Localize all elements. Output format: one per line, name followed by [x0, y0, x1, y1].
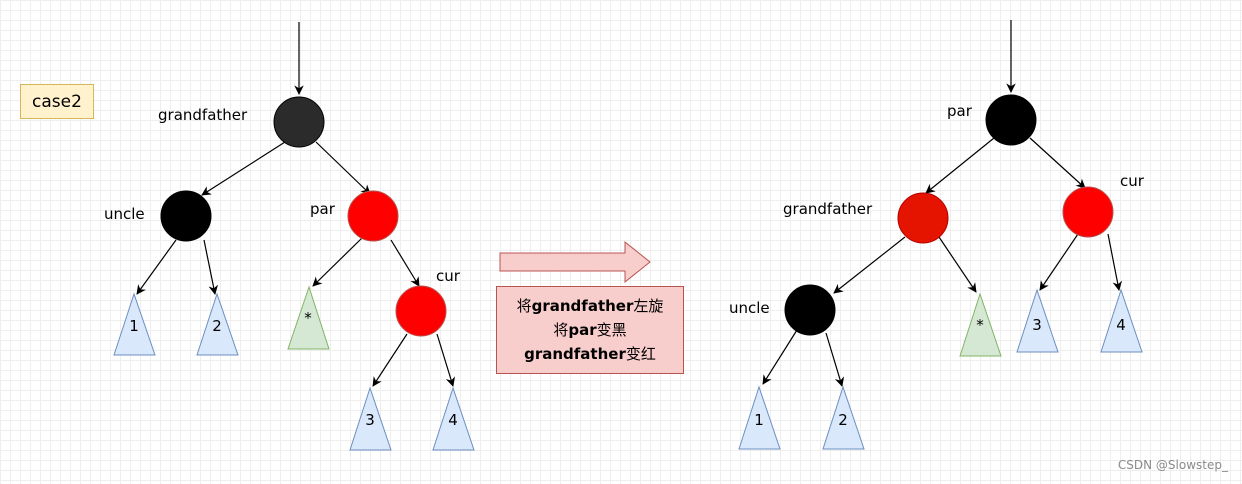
- subtree-1-label: 1: [754, 411, 764, 429]
- step-1-node: grandfather: [531, 297, 634, 315]
- step-2-suffix: 变黑: [596, 321, 627, 339]
- subtree-1-triangle: [738, 385, 781, 450]
- grandfather-label: grandfather: [158, 106, 248, 124]
- grandfather-node: [273, 96, 325, 148]
- step-1-prefix: 将: [516, 297, 532, 315]
- edge-cur-to-4: [1107, 233, 1123, 291]
- subtree-star-triangle: [287, 285, 330, 350]
- par-node: [347, 190, 399, 242]
- edge-par-to-cur: [1029, 137, 1086, 189]
- subtree-4-label: 4: [1116, 316, 1126, 334]
- edge-cur-to-4: [436, 333, 456, 387]
- cur-label: cur: [1120, 172, 1145, 190]
- subtree-1-label: 1: [129, 317, 139, 335]
- subtree-4-label: 4: [448, 411, 458, 429]
- step-line-3: grandfather变红: [524, 342, 656, 366]
- step-line-1: 将grandfather左旋: [517, 294, 664, 318]
- right-tree: par grandfather cur uncle * 3 4 1 2: [729, 20, 1145, 450]
- step-line-2: 将par变黑: [553, 318, 626, 342]
- cur-label: cur: [436, 267, 461, 285]
- subtree-3-triangle: [349, 386, 392, 451]
- step-3-suffix: 变红: [625, 345, 656, 363]
- subtree-star-label: *: [304, 309, 312, 327]
- subtree-4-triangle: [432, 386, 475, 451]
- edge-uncle-to-1: [762, 329, 798, 385]
- edge-cur-to-3: [1039, 233, 1079, 291]
- par-label: par: [947, 102, 973, 120]
- rotation-steps-box: 将grandfather左旋 将par变黑 grandfather变红: [496, 286, 684, 374]
- left-tree: grandfather uncle par cur 1 2 * 3 4: [104, 22, 475, 451]
- case-label: case2: [32, 91, 82, 112]
- edge-grandfather-to-star: [938, 236, 977, 293]
- step-2-prefix: 将: [553, 321, 569, 339]
- subtree-2-label: 2: [212, 317, 222, 335]
- transform-arrow: [499, 240, 651, 284]
- edge-grandfather-to-uncle: [833, 236, 906, 294]
- grandfather-label: grandfather: [783, 200, 873, 218]
- uncle-node: [160, 190, 212, 242]
- step-1-suffix: 左旋: [633, 297, 664, 315]
- edge-par-to-star: [312, 237, 363, 287]
- par-node: [985, 94, 1037, 146]
- subtree-2-label: 2: [838, 411, 848, 429]
- uncle-label: uncle: [104, 205, 145, 223]
- edge-uncle-to-2: [203, 239, 218, 295]
- cur-node: [1062, 186, 1114, 238]
- subtree-1-triangle: [113, 292, 156, 356]
- cur-node: [395, 285, 447, 337]
- edge-par-to-grandfather: [925, 137, 995, 194]
- edge-par-to-cur: [390, 239, 420, 287]
- watermark: CSDN @Slowstep_: [1117, 458, 1228, 472]
- uncle-label: uncle: [729, 299, 770, 317]
- subtree-2-triangle: [822, 385, 865, 450]
- subtree-3-label: 3: [365, 411, 375, 429]
- subtree-4-triangle: [1100, 288, 1143, 353]
- edge-grandfather-to-uncle: [201, 141, 286, 196]
- subtree-3-triangle: [1016, 288, 1059, 353]
- step-3-node: grandfather: [524, 345, 626, 363]
- grandfather-node: [897, 192, 949, 244]
- edge-uncle-to-1: [136, 239, 177, 295]
- subtree-star-label: *: [976, 316, 984, 334]
- edge-grandfather-to-par: [315, 141, 371, 195]
- edge-cur-to-3: [372, 333, 408, 387]
- case-label-box: case2: [20, 84, 94, 119]
- subtree-2-triangle: [196, 292, 239, 356]
- par-label: par: [310, 200, 336, 218]
- subtree-3-label: 3: [1032, 316, 1042, 334]
- edge-uncle-to-2: [825, 332, 845, 387]
- subtree-star-triangle: [959, 292, 1002, 357]
- uncle-node: [784, 284, 836, 336]
- step-2-node: par: [568, 321, 597, 339]
